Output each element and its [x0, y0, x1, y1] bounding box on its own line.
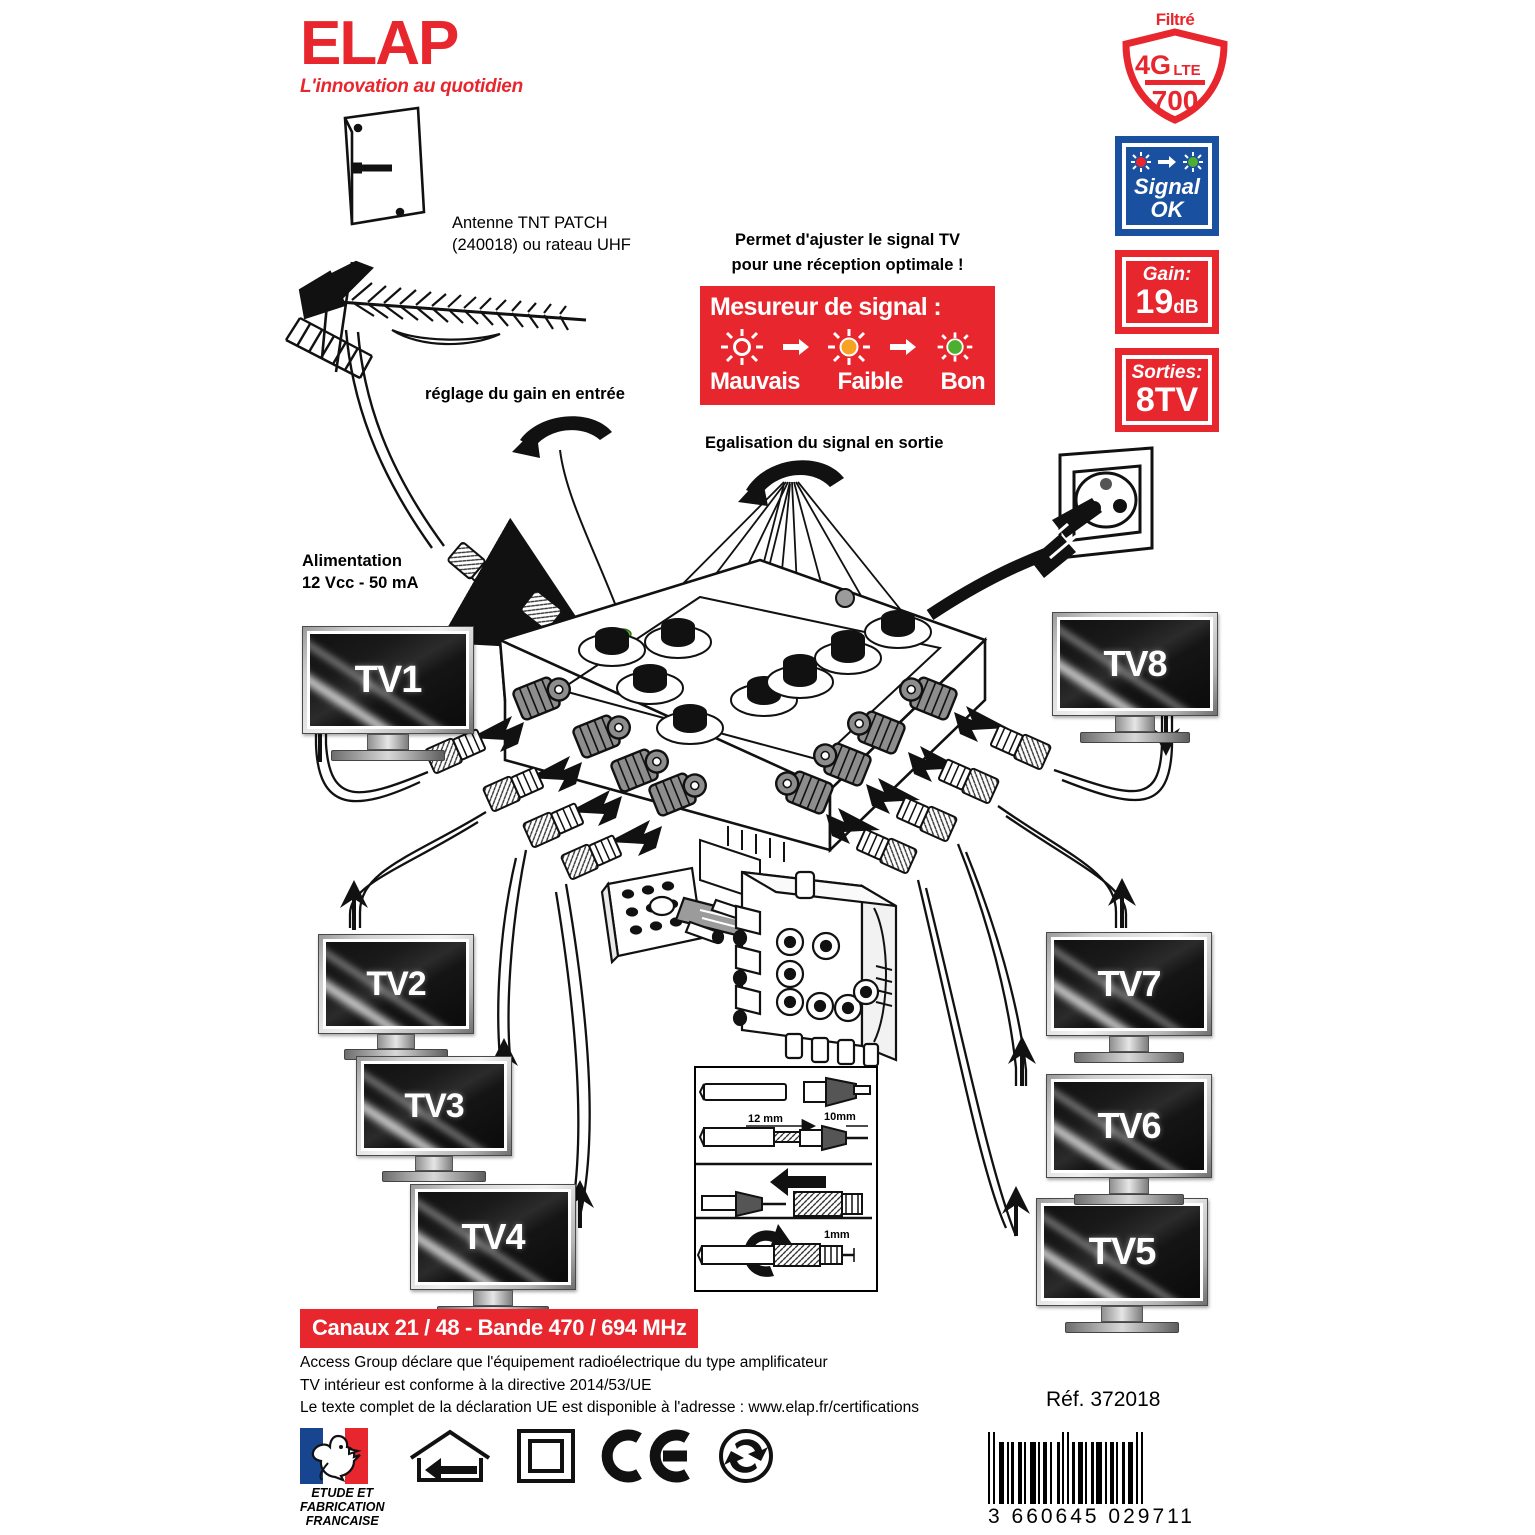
- meter-level-label-0: Mauvais: [710, 368, 801, 395]
- cable-preparation-inset: 12 mm 10mm: [694, 1066, 878, 1292]
- protrusion-dim: 1mm: [824, 1229, 850, 1241]
- gain-badge-label: Gain:: [1142, 264, 1192, 285]
- meter-intro-line1: Permet d'ajuster le signal TV: [735, 231, 960, 249]
- left-output-ports: [512, 676, 707, 817]
- tv-set-tv3: TV3: [356, 1056, 512, 1182]
- antenna-illustration: [343, 106, 426, 226]
- right-coax-cables: [856, 700, 1174, 1237]
- meter-level-label-1: Faible: [837, 368, 904, 395]
- signal-led-transition-icon: [1128, 151, 1206, 173]
- wall-socket-illustration: [1030, 446, 1154, 578]
- meter-title: Mesureur de signal :: [710, 293, 942, 321]
- tv8-label: TV8: [1103, 643, 1167, 684]
- gain-badge-value: 19: [1135, 283, 1174, 321]
- tv-set-tv6: TV6: [1046, 1074, 1212, 1205]
- output-eq-rotation-arrow: [738, 460, 844, 506]
- indoor-use-icon: [409, 1429, 490, 1482]
- signal-ok-badge: Signal OK: [1115, 136, 1219, 236]
- 4g-lte-shield-icon: 4G LTE 700: [1121, 28, 1228, 124]
- gain-adjust-rotation-arrow: [512, 416, 612, 458]
- signal-badge-line2: OK: [1150, 197, 1184, 222]
- amplifier-input-port: [520, 590, 563, 631]
- meter-intro-line2: pour une réception optimale !: [731, 256, 964, 274]
- gain-input-label: réglage du gain en entrée: [425, 385, 625, 403]
- arrow-right-icon-2: [890, 339, 917, 355]
- class-ii-square-icon: [516, 1429, 575, 1483]
- gain-pointer-line: [559, 449, 626, 631]
- ce-declaration-text: Access Group déclare que l'équipement ra…: [300, 1354, 919, 1416]
- antenna-coax-cable: [344, 329, 445, 549]
- svg-text:LTE: LTE: [1173, 62, 1200, 79]
- antenna-label: Antenne TNT PATCH (240018) ou rateau UHF: [452, 214, 631, 254]
- outputs-badge-label: Sorties:: [1131, 362, 1203, 383]
- signal-meter-callout: Permet d'ajuster le signal TV pour une r…: [700, 228, 995, 405]
- tv-set-tv4: TV4: [410, 1184, 576, 1317]
- tv-set-tv1: TV1: [302, 626, 474, 761]
- green-dot-recycling-icon: [718, 1429, 773, 1483]
- meter-led-row: [710, 327, 985, 367]
- tv-set-tv2: TV2: [318, 934, 474, 1060]
- gain-badge: Gain: 19dB: [1115, 250, 1219, 334]
- uhf-yagi-antenna-icon: [284, 260, 587, 380]
- certification-logos: ETUDE ET FABRICATION FRANCAISE: [300, 1428, 775, 1528]
- barcode-bars: [988, 1432, 1195, 1504]
- brand-logo: ELAP L'innovation au quotidien: [300, 9, 540, 98]
- tv3-label: TV3: [404, 1086, 464, 1125]
- tv2-label: TV2: [366, 964, 426, 1003]
- tv5-label: TV5: [1088, 1230, 1157, 1273]
- tv6-label: TV6: [1097, 1105, 1161, 1146]
- tv4-label: TV4: [461, 1216, 525, 1257]
- wall-mount-bracket-illustration: [600, 866, 898, 1068]
- ce-mark-icon: [601, 1429, 690, 1483]
- arrow-right-icon: [782, 339, 809, 355]
- power-supply-label: Alimentation 12 Vcc - 50 mA: [302, 552, 419, 592]
- right-insert-arrows: [826, 706, 1008, 844]
- signal-badge-line1: Signal: [1133, 174, 1200, 199]
- left-insert-arrows: [470, 716, 662, 856]
- signal-meter-box: Mesureur de signal :: [700, 286, 995, 405]
- filter-label: Filtré: [1155, 10, 1195, 29]
- rooster-icon: [311, 1434, 362, 1483]
- made-in-france-logo: ETUDE ET FABRICATION FRANCAISE: [300, 1428, 385, 1528]
- tv1-label: TV1: [354, 658, 423, 701]
- tv-set-tv8: TV8: [1052, 612, 1218, 743]
- output-eq-label: Egalisation du signal en sortie: [705, 434, 944, 452]
- output-level-knobs: [578, 588, 932, 745]
- led-bad-icon: [720, 329, 763, 365]
- feature-badge-column: Filtré 4G LTE 700: [1115, 10, 1235, 432]
- tv-set-tv5: TV5: [1036, 1198, 1208, 1333]
- gain-badge-unit: dB: [1173, 297, 1199, 318]
- channels-band-banner: Canaux 21 / 48 - Bande 470 / 694 MHz: [300, 1309, 699, 1348]
- strip-outer-dim: 12 mm: [748, 1113, 783, 1125]
- svg-text:700: 700: [1151, 85, 1198, 116]
- led-good-icon: [937, 332, 973, 362]
- outputs-badge-value: 8TV: [1135, 381, 1199, 419]
- led-weak-icon: [828, 329, 871, 365]
- tv7-label: TV7: [1097, 963, 1161, 1004]
- tv-set-tv7: TV7: [1046, 932, 1212, 1063]
- ean13-barcode: 3 660645 029711: [988, 1432, 1195, 1529]
- right-output-ports: [775, 676, 958, 815]
- barcode-number: 3 660645 029711: [988, 1505, 1195, 1528]
- made-in-france-caption: ETUDE ET FABRICATION FRANCAISE: [300, 1486, 385, 1528]
- product-reference: Réf. 372018: [1046, 1388, 1161, 1411]
- brand-tagline: L'innovation au quotidien: [300, 76, 523, 97]
- amplifier-vent-slots: [727, 826, 785, 862]
- svg-text:4G: 4G: [1134, 50, 1170, 80]
- strip-inner-dim: 10mm: [824, 1111, 856, 1123]
- outputs-badge: Sorties: 8TV: [1115, 348, 1219, 432]
- brand-name: ELAP: [300, 9, 459, 78]
- meter-level-label-2: Bon: [940, 368, 985, 395]
